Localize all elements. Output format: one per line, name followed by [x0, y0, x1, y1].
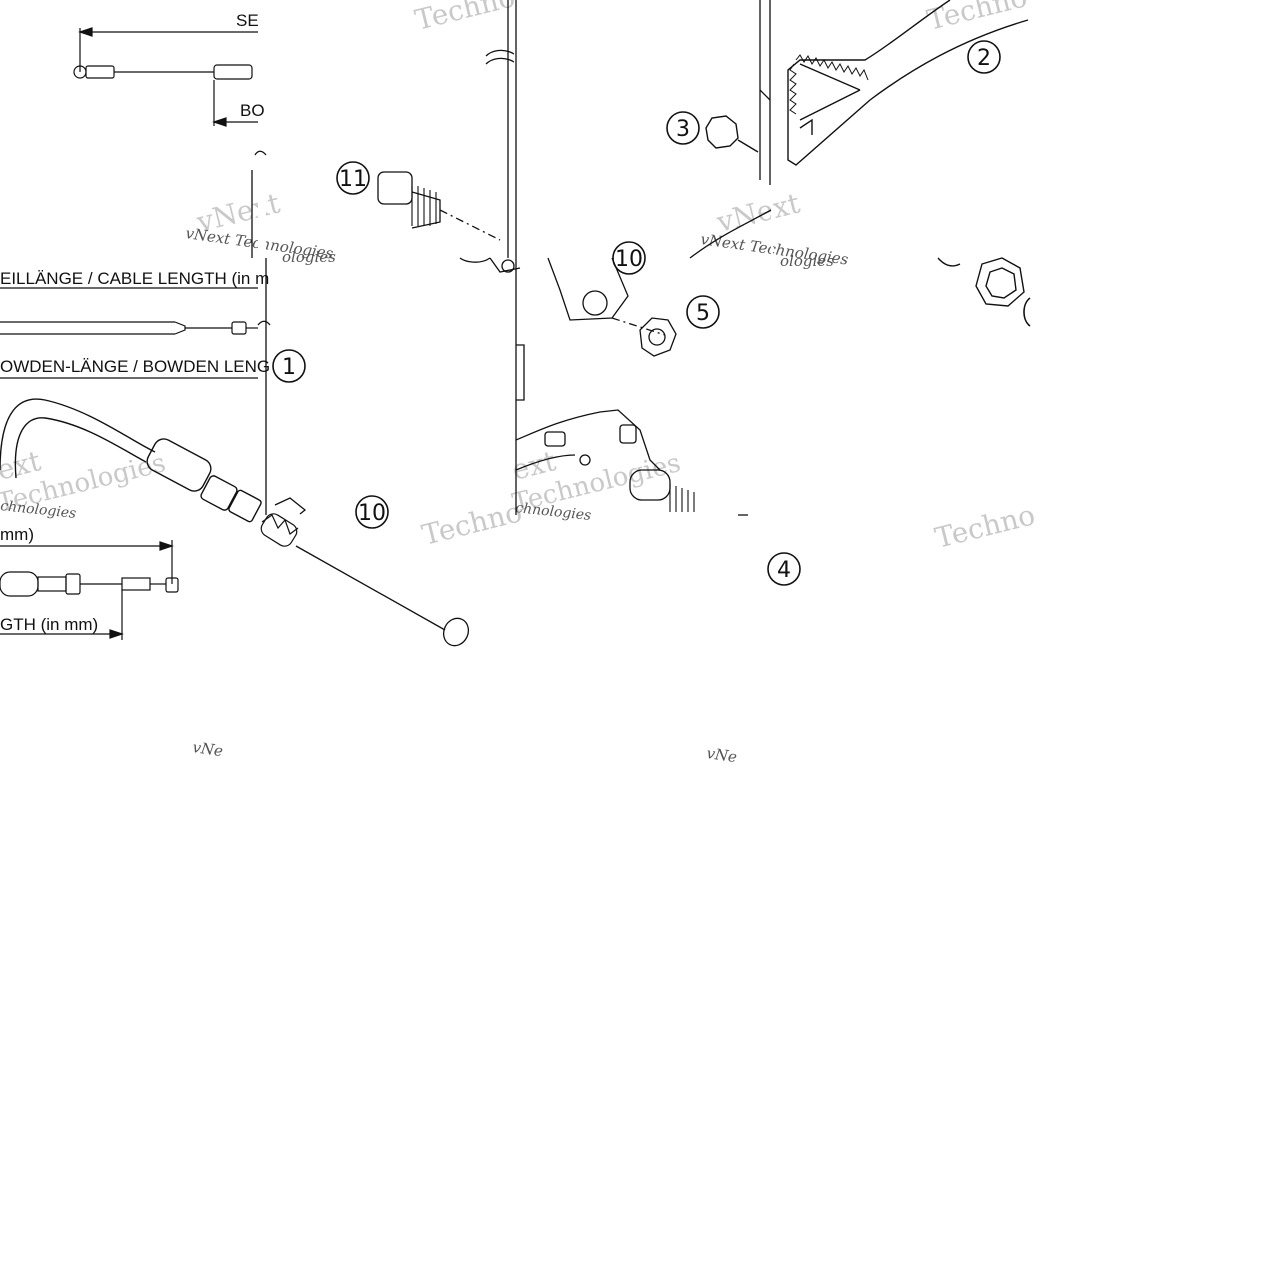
- label-mm: mm): [0, 525, 34, 544]
- callout-5-ring: [686, 295, 720, 329]
- watermark-chnologies: chnologies: [515, 500, 592, 524]
- frame-drawing: [251, 0, 772, 647]
- label-gth-mm: GTH (in mm): [0, 615, 98, 634]
- bowden-cable: [0, 398, 262, 523]
- nut-3: [705, 115, 759, 153]
- callout-10-lower: 10: [358, 501, 386, 526]
- watermark-techno: Techno: [419, 495, 526, 552]
- callout-2: 2: [977, 46, 991, 71]
- watermark-techno: Techno: [924, 0, 1031, 37]
- label-cable-length: EILLÄNGE / CABLE LENGTH (in m: [0, 269, 269, 288]
- callout-11: 11: [339, 167, 367, 192]
- brake-pedal: [787, 0, 1029, 166]
- callout-10b-ring: [355, 495, 389, 529]
- cable-dimension-drawing: [73, 27, 258, 127]
- watermark-logies: ologies: [780, 252, 834, 270]
- bottom-cable-dimension: [0, 540, 179, 640]
- label-bowden-length: OWDEN-LÄNGE / BOWDEN LENG: [0, 357, 270, 376]
- callout-4: 4: [777, 558, 791, 583]
- watermark-techno: Techno: [412, 0, 519, 37]
- label-bo: BO: [240, 101, 265, 120]
- callout-10-upper: 10: [615, 247, 643, 272]
- cable-length-lines: [0, 287, 258, 379]
- callout-3: 3: [676, 117, 690, 142]
- label-se: SE: [236, 11, 259, 30]
- tile-seams: [258, 0, 773, 258]
- callout-11-ring: [336, 161, 370, 195]
- callout-3-ring: [666, 111, 700, 145]
- watermark-techno: Techno: [932, 498, 1039, 555]
- watermark-vne: vNe: [705, 744, 738, 766]
- callouts: [272, 40, 1031, 586]
- watermark-logies: ologies: [282, 248, 336, 266]
- watermark-chnologies: chnologies: [0, 498, 77, 522]
- callout-1-ring: [272, 349, 306, 383]
- callout-1: 1: [282, 355, 296, 380]
- callout-2-ring: [967, 40, 1001, 74]
- nut-right: [937, 257, 1025, 307]
- watermark-layer: Techno Techno vNext vNext ext ext Techno…: [0, 0, 1038, 766]
- watermark-vne: vNe: [191, 738, 224, 760]
- callout-labels: 11 3 2 10 5 1 10 4: [282, 46, 991, 583]
- callout-5: 5: [696, 301, 710, 326]
- watermark-vnext: vNext: [713, 186, 804, 239]
- callout-10a-ring: [612, 241, 646, 275]
- callout-4-ring: [767, 552, 801, 586]
